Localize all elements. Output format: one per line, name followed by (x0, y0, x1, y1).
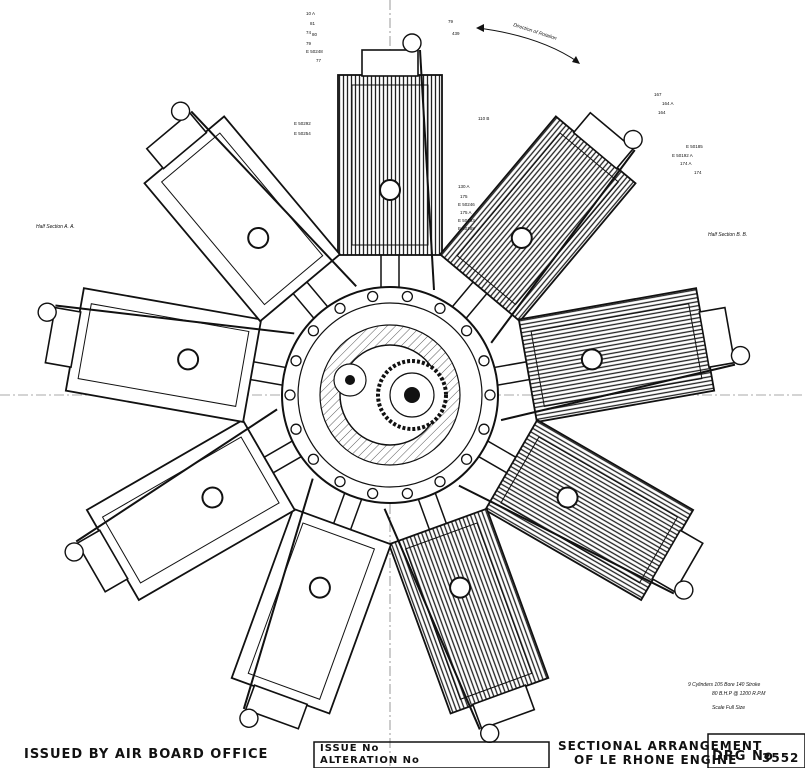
bolt (460, 325, 473, 337)
bolt (484, 389, 496, 401)
part-ref: 167 (654, 92, 662, 97)
title-line-2: OF LE RHONE ENGINE (574, 753, 738, 767)
part-ref: 77 (316, 58, 322, 63)
bolt (290, 423, 302, 435)
bolt (334, 302, 346, 315)
bolt (366, 487, 379, 500)
part-ref: 130 A (458, 184, 470, 189)
spec-line-2: 80 B.H.P @ 1200 R.P.M (712, 691, 766, 697)
part-ref: E 50246 (458, 202, 475, 207)
part-ref: E 50248 (306, 49, 323, 54)
bolt (478, 423, 490, 435)
part-ref: E 50193 (458, 218, 475, 223)
bolt (366, 290, 379, 303)
part-ref: 79 (306, 41, 312, 46)
cylinder-3 (472, 287, 751, 423)
part-ref: E 50192 A (672, 153, 693, 158)
half-section-bb-label: Half Section B. B. (708, 232, 748, 238)
bolt (307, 325, 320, 337)
scale-label: Scale Full Size (712, 705, 746, 711)
part-ref: 439 (452, 31, 460, 36)
bolt (478, 355, 490, 367)
part-ref: 110 B (478, 116, 490, 121)
rotation-arrow (476, 24, 580, 64)
part-ref: E 50292 (294, 121, 311, 126)
cylinder-2 (438, 111, 643, 344)
part-ref: E 50185 (686, 144, 703, 149)
part-ref: 74 (306, 30, 312, 35)
bolt (290, 355, 302, 367)
part-ref: 79 (448, 19, 454, 24)
spec-line-1: 9 Cylinders 105 Bore 140 Stroke (688, 682, 761, 688)
title-block-frame (313, 733, 805, 768)
half-section-aa-label: Half Section A. A. (36, 224, 75, 230)
part-ref: 164 (658, 110, 666, 115)
part-ref: 80 (312, 32, 318, 37)
bolt (284, 389, 296, 401)
part-ref: 174 (694, 170, 702, 175)
bolt (334, 475, 346, 488)
cylinder-4 (458, 418, 704, 602)
bolt (434, 475, 446, 488)
cylinder-5 (383, 473, 550, 743)
bolt (401, 290, 414, 303)
part-ref: 175 (460, 194, 468, 199)
bolt (401, 487, 414, 500)
drawing-number: 3552 (762, 751, 800, 765)
part-ref: 81 (310, 21, 316, 26)
crankcase (281, 286, 499, 504)
title-line-1: SECTIONAL ARRANGEMENT (558, 739, 763, 753)
alteration-label: ALTERATION No (320, 755, 420, 766)
part-ref: 174 A (680, 161, 692, 166)
part-ref: 175 A (460, 210, 472, 215)
issue-label: ISSUE No (320, 743, 380, 754)
cylinder-6 (230, 473, 393, 730)
part-ref: E 50254 (294, 131, 311, 136)
bolt (434, 302, 446, 315)
cylinder-1 (337, 33, 443, 311)
bolt (460, 453, 473, 465)
crankcase-bolts (284, 290, 496, 500)
part-ref: 164 A (662, 101, 674, 106)
issued-by-label: ISSUED BY AIR BOARD OFFICE (24, 747, 269, 762)
part-ref: E 50188 (458, 226, 475, 231)
part-ref: 10 A (306, 11, 316, 16)
drawing-number-label: DRG No (712, 749, 774, 764)
bolt (307, 453, 320, 465)
